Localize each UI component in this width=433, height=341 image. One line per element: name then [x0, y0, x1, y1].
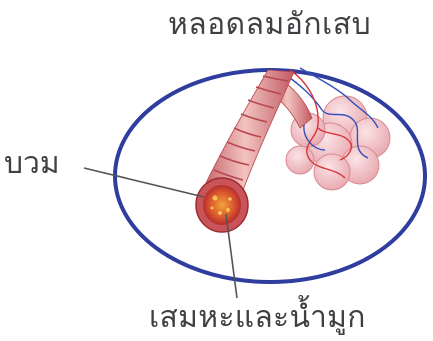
airway-cross-section — [196, 178, 248, 232]
leader-line-swollen — [84, 168, 204, 197]
